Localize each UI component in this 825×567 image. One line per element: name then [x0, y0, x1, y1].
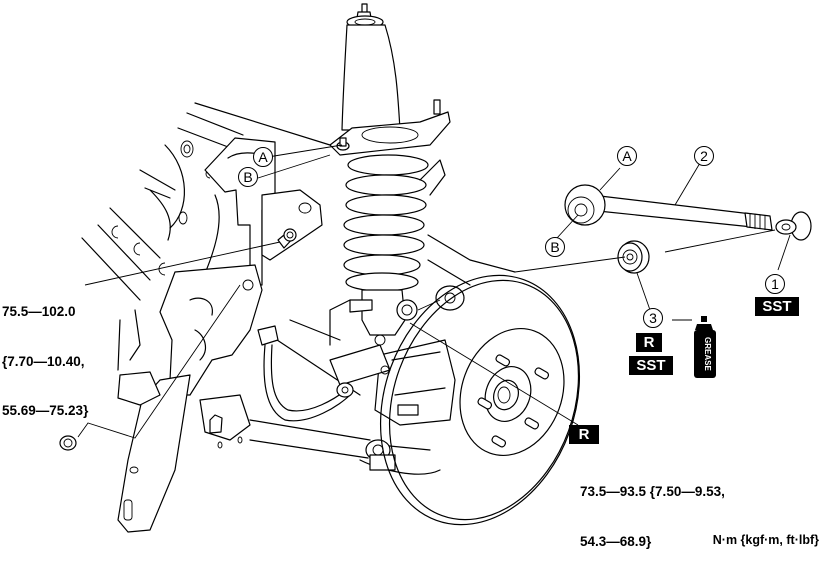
brake-hose	[257, 325, 441, 475]
bolt-upper-left	[277, 228, 297, 249]
torque-spec-knuckle-line1: 73.5—93.5 {7.50—9.53,	[580, 484, 725, 499]
bushing-3	[617, 240, 650, 274]
sst-badge-part-1: SST	[755, 297, 799, 316]
coil-spring	[343, 154, 429, 292]
torque-spec-frame-bolt: 75.5—102.0 {7.70—10.40, 55.69—75.23}	[2, 271, 88, 436]
brake-caliper	[329, 334, 456, 471]
grease-can-label: GREASE	[703, 337, 712, 371]
leader-lines	[77, 144, 791, 439]
callout-a-frame: A	[253, 147, 273, 167]
grease-can-icon: GREASE	[690, 316, 720, 385]
trailing-arm	[117, 264, 263, 533]
torque-spec-knuckle-line2: 54.3—68.9}	[580, 533, 652, 549]
wheel-studs	[477, 354, 550, 448]
callout-part-3: 3	[643, 308, 663, 328]
replace-badge-bolt: R	[569, 425, 599, 444]
callout-a-link: A	[617, 146, 637, 166]
torque-spec-knuckle-bolt: 73.5—93.5 {7.50—9.53, 54.3—68.9}	[580, 451, 725, 567]
sst-badge-part-3: SST	[629, 356, 673, 375]
brake-disc	[379, 274, 581, 526]
torque-spec-frame-line2: {7.70—10.40,	[2, 353, 85, 369]
callout-b-frame: B	[238, 167, 258, 187]
lateral-link	[564, 184, 812, 241]
strut-assembly	[329, 3, 516, 346]
torque-units-label: N·m {kgf·m, ft·lbf}	[712, 533, 819, 547]
callout-b-link: B	[545, 237, 565, 257]
torque-spec-frame-line1: 75.5—102.0	[2, 304, 76, 319]
torque-spec-frame-line3: 55.69—75.23}	[2, 403, 89, 418]
replace-badge-part-3: R	[636, 333, 662, 352]
nut-lower-left	[59, 435, 77, 451]
callout-part-1: 1	[765, 274, 785, 294]
callout-part-2: 2	[694, 146, 714, 166]
body-frame	[81, 102, 331, 301]
